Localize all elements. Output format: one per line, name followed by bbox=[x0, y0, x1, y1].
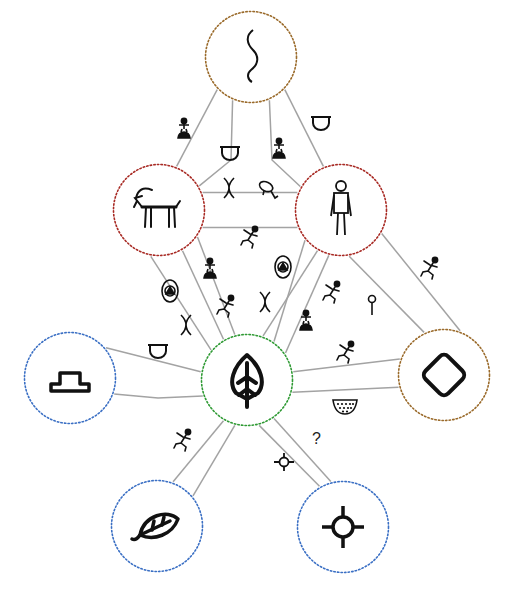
symbol-circle bbox=[204, 10, 298, 104]
circle-outline bbox=[294, 163, 388, 257]
symbol-circle bbox=[23, 331, 117, 425]
connector-line bbox=[106, 348, 201, 372]
connector-line bbox=[173, 421, 223, 482]
symbol-circle bbox=[200, 333, 294, 427]
symbol-circle bbox=[110, 479, 204, 573]
connector-line bbox=[183, 251, 224, 340]
edge-label: ? bbox=[310, 430, 323, 448]
connector-line bbox=[198, 237, 235, 335]
connector-line bbox=[203, 192, 298, 194]
symbol-circle bbox=[294, 163, 388, 257]
connector-line bbox=[286, 255, 329, 353]
connector-line bbox=[263, 251, 317, 336]
connector-line bbox=[293, 359, 400, 372]
circle-outline bbox=[200, 333, 294, 427]
connector-line bbox=[193, 425, 235, 495]
symbol-circle bbox=[112, 163, 206, 257]
symbol-circle bbox=[296, 480, 390, 574]
connector-line bbox=[285, 90, 324, 167]
circle-outline bbox=[110, 479, 204, 573]
connector-line bbox=[199, 100, 232, 186]
connector-line bbox=[177, 90, 218, 167]
circle-outline bbox=[204, 10, 298, 104]
circle-outline bbox=[397, 328, 491, 422]
connector-line bbox=[269, 100, 300, 186]
connector-line bbox=[151, 256, 211, 350]
connector-line bbox=[114, 394, 203, 398]
circle-outline bbox=[296, 480, 390, 574]
connector-line bbox=[382, 234, 460, 331]
circle-outline bbox=[23, 331, 117, 425]
connector-line bbox=[349, 256, 424, 332]
circle-outline bbox=[112, 163, 206, 257]
connector-line bbox=[203, 227, 298, 229]
connector-line bbox=[292, 387, 398, 392]
symbol-circle bbox=[397, 328, 491, 422]
connector-line bbox=[274, 419, 331, 482]
